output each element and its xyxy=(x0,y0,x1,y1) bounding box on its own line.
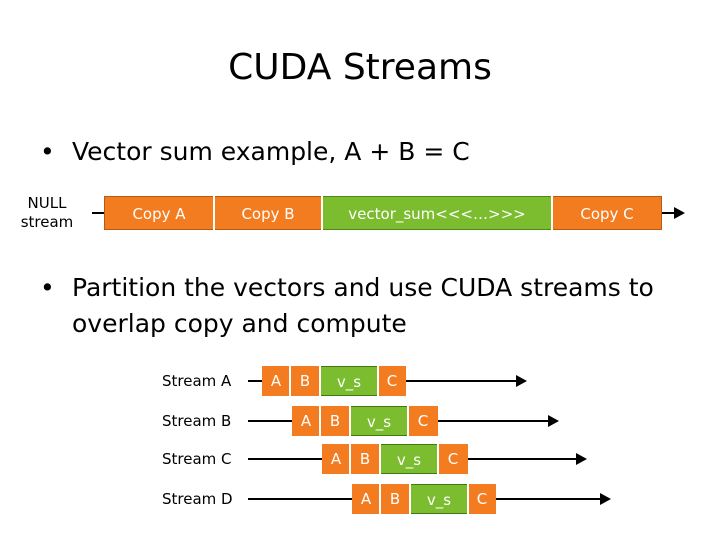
op-separator xyxy=(437,444,439,474)
bullet-partition: • Partition the vectors and use CUDA str… xyxy=(40,270,700,342)
stream-d-copy-c-box: C xyxy=(468,484,496,514)
stream-c-arrowhead xyxy=(576,453,587,465)
stream-b-arrowhead xyxy=(548,415,559,427)
stream-c-copy-c-box: C xyxy=(438,444,468,474)
op-separator xyxy=(213,196,215,230)
stream-d-arrowhead xyxy=(600,493,611,505)
stream-c-label: Stream C xyxy=(162,450,232,468)
stream-b-copy-c-box: C xyxy=(408,406,438,436)
op-separator xyxy=(319,366,321,396)
stream-c-copy-b-box: B xyxy=(350,444,380,474)
bullet-text: Vector sum example, A + B = C xyxy=(72,137,470,166)
op-separator xyxy=(289,366,291,396)
stream-d-copy-b-box: B xyxy=(380,484,410,514)
null-stream-label-line: NULL xyxy=(27,194,67,212)
stream-c-vector-sum-box: v_s xyxy=(380,444,438,474)
copy-b-box: Copy B xyxy=(214,196,322,230)
vector-sum-kernel-box: vector_sum<<<…>>> xyxy=(322,196,552,230)
op-separator xyxy=(319,406,321,436)
stream-b-copy-a-box: A xyxy=(292,406,320,436)
bullet-text-line-1: Partition the vectors and use CUDA strea… xyxy=(72,273,654,302)
bullet-marker: • xyxy=(40,137,55,166)
stream-b-copy-b-box: B xyxy=(320,406,350,436)
bullet-vector-sum: • Vector sum example, A + B = C xyxy=(40,134,700,170)
stream-d-vector-sum-box: v_s xyxy=(410,484,468,514)
stream-a-copy-a-box: A xyxy=(262,366,290,396)
null-stream-label-line: stream xyxy=(20,213,74,231)
op-separator xyxy=(349,444,351,474)
stream-a-copy-b-box: B xyxy=(290,366,320,396)
bullet-marker: • xyxy=(40,273,55,302)
bullet-text-line-2: overlap copy and compute xyxy=(72,309,407,338)
slide-title: CUDA Streams xyxy=(228,47,492,88)
stream-a-vector-sum-box: v_s xyxy=(320,366,378,396)
stream-a-copy-c-box: C xyxy=(378,366,406,396)
copy-a-box: Copy A xyxy=(104,196,214,230)
stream-b-vector-sum-box: v_s xyxy=(350,406,408,436)
stream-d-copy-a-box: A xyxy=(352,484,380,514)
op-separator xyxy=(467,484,469,514)
copy-c-box: Copy C xyxy=(552,196,662,230)
op-separator xyxy=(321,196,323,230)
null-stream-arrowhead xyxy=(674,207,685,219)
op-separator xyxy=(377,366,379,396)
null-stream-label: NULL stream xyxy=(8,194,86,232)
stream-a-arrowhead xyxy=(516,375,527,387)
stream-c-copy-a-box: A xyxy=(322,444,350,474)
op-separator xyxy=(407,406,409,436)
op-separator xyxy=(379,484,381,514)
stream-d-label: Stream D xyxy=(162,490,233,508)
stream-a-label: Stream A xyxy=(162,372,232,390)
op-separator xyxy=(409,484,411,514)
op-separator xyxy=(349,406,351,436)
op-separator xyxy=(379,444,381,474)
op-separator xyxy=(551,196,553,230)
stream-b-label: Stream B xyxy=(162,412,232,430)
